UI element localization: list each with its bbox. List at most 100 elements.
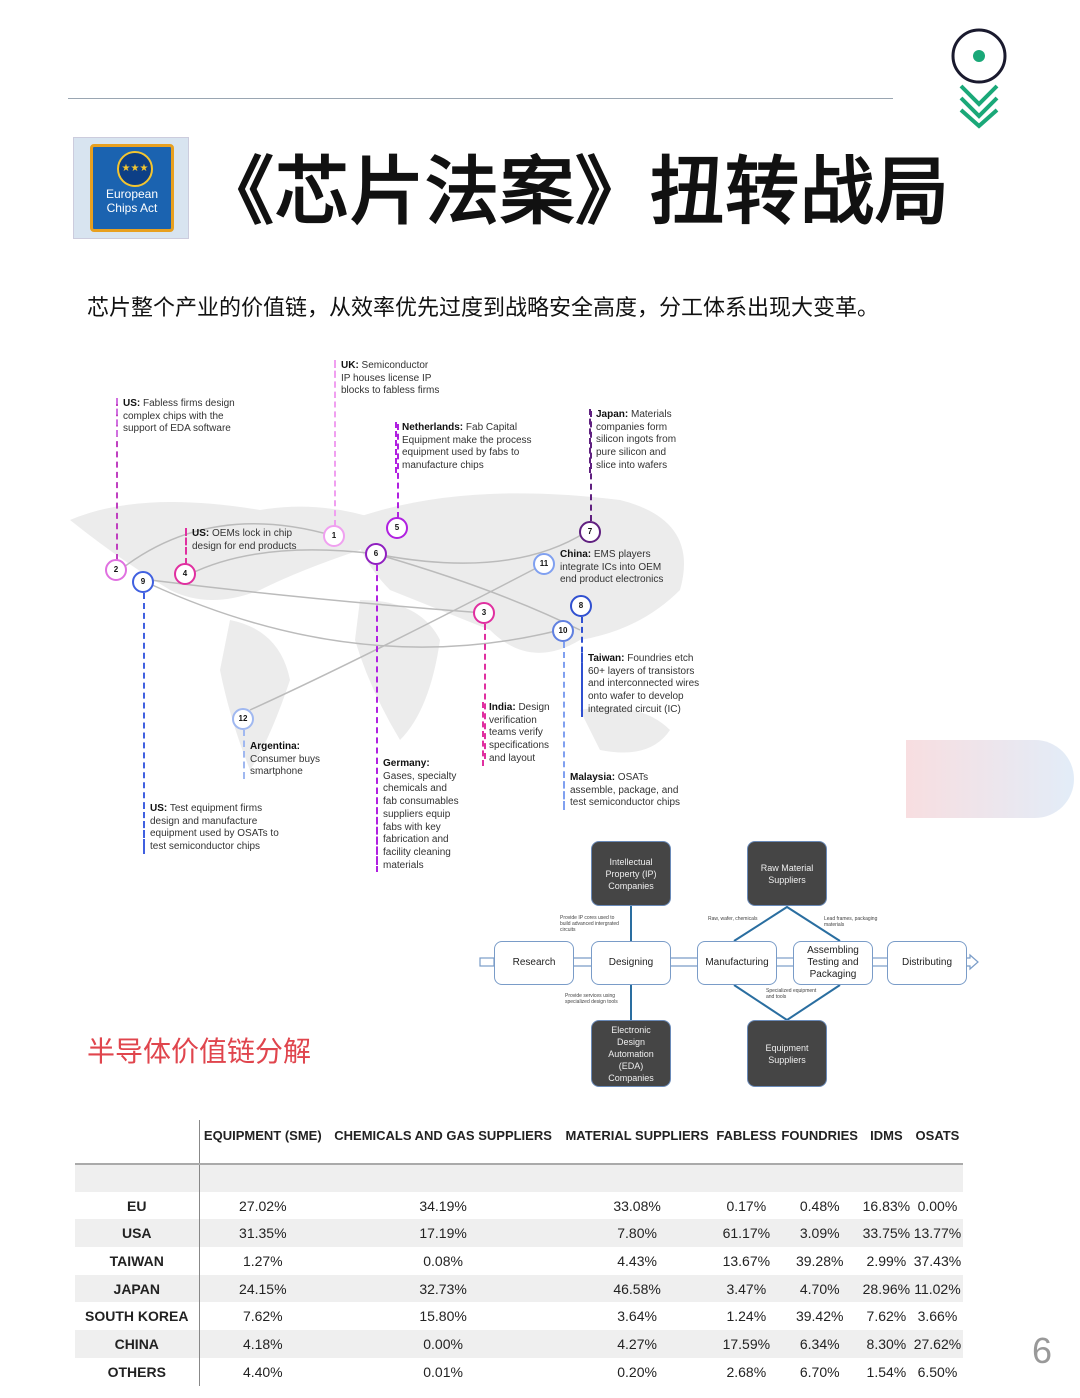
table-cell: 7.62% <box>242 1308 283 1325</box>
table-cell: 8.30% <box>860 1330 912 1358</box>
designing-box: Designing <box>591 941 671 985</box>
eda-companies-box: Electronic Design Automation (EDA) Compa… <box>591 1020 671 1087</box>
table-cell: 1.54% <box>866 1363 907 1380</box>
map-label-argentina: Argentina: Consumer buys smartphone <box>243 741 320 780</box>
table-cell: 0.20% <box>617 1363 657 1380</box>
note-raw: Raw, wafer, chemicals <box>708 916 758 922</box>
map-label-malaysia: Malaysia: OSATs assemble, package, and t… <box>563 772 680 811</box>
table-cell: 33.75% <box>860 1219 912 1248</box>
table-cell: 61.17% <box>714 1219 779 1248</box>
table-cell: 4.40% <box>242 1363 283 1380</box>
table-cell: 32.73% <box>326 1274 561 1303</box>
section-title: 半导体价值链分解 <box>87 1035 312 1068</box>
map-label-us-oems: US: OEMs lock in chip design for end pro… <box>185 528 297 554</box>
table-cell: 16.83% <box>862 1197 911 1214</box>
row-header: TAIWAN <box>75 1247 200 1275</box>
distributing-box: Distributing <box>887 941 967 985</box>
table-cell: 0.00% <box>326 1330 561 1358</box>
table-cell: 28.96% <box>860 1274 912 1303</box>
table-cell: 11.02% <box>911 1274 963 1303</box>
column-header: OSATS <box>911 1120 963 1165</box>
table-cell: 13.77% <box>911 1219 963 1248</box>
map-pin-1: 1 <box>323 525 345 547</box>
table-cell: 6.34% <box>778 1330 861 1358</box>
table-cell: 15.80% <box>419 1308 467 1325</box>
raw-material-suppliers-box: Raw Material Suppliers <box>747 841 827 906</box>
column-header: EQUIPMENT (SME) <box>199 1120 327 1165</box>
table-cell: 3.64% <box>617 1308 657 1325</box>
table-cell: 0.01% <box>423 1363 463 1380</box>
table-cell: 27.02% <box>239 1197 287 1214</box>
map-label-us-fabless: US: Fabless firms design complex chips w… <box>116 398 235 437</box>
table-cell: 39.28% <box>795 1252 844 1269</box>
row-header: USA <box>75 1219 200 1248</box>
note-equipment: Specialized equipment and tools <box>766 988 817 1000</box>
watermark-logo <box>906 740 1074 818</box>
row-header: EU <box>75 1191 200 1220</box>
table-cell: 17.59% <box>714 1330 779 1358</box>
note-eda: Provide services using specialized desig… <box>565 993 618 1005</box>
table-cell: 6.50% <box>917 1363 958 1380</box>
table-cell: 17.19% <box>326 1219 561 1248</box>
table-cell: 24.15% <box>199 1274 327 1303</box>
map-pin-6: 6 <box>365 543 387 565</box>
value-chain-share-table: EQUIPMENT (SME)CHEMICALS AND GAS SUPPLIE… <box>75 1120 963 1386</box>
map-label-us-test: US: Test equipment firms design and manu… <box>143 803 279 854</box>
page-subtitle: 芯片整个产业的价值链，从效率优先过度到战略安全高度，分工体系出现大变革。 <box>87 296 880 321</box>
table-cell: 34.19% <box>419 1197 467 1214</box>
map-label-netherlands: Netherlands: Fab Capital Equipment make … <box>395 422 532 473</box>
table-cell: 37.43% <box>913 1252 962 1269</box>
map-label-india: India: Design verification teams verify … <box>482 702 550 766</box>
map-pin-11: 11 <box>533 553 555 575</box>
map-pin-5: 5 <box>386 517 408 539</box>
assembling-testing-packaging-box: Assembling Testing and Packaging <box>793 941 873 985</box>
map-pin-9: 9 <box>132 571 154 593</box>
table-cell: 3.47% <box>714 1274 779 1303</box>
table-cell: 4.70% <box>778 1274 861 1303</box>
table-cell: 4.18% <box>199 1330 327 1358</box>
table-cell: 31.35% <box>199 1219 327 1248</box>
table-cell: 0.08% <box>423 1252 463 1269</box>
table-cell: 4.43% <box>617 1252 657 1269</box>
map-label-uk: UK: Semiconductor IP houses license IP b… <box>334 360 439 399</box>
map-pin-10: 10 <box>552 620 574 642</box>
top-divider <box>68 98 893 99</box>
map-pin-12: 12 <box>232 708 254 730</box>
table-cell: 33.08% <box>613 1197 661 1214</box>
column-header: MATERIAL SUPPLIERS <box>560 1120 715 1165</box>
row-header: JAPAN <box>75 1274 200 1303</box>
table-cell: 6.70% <box>799 1363 840 1380</box>
column-header: FOUNDRIES <box>778 1120 861 1165</box>
table-cell: 2.99% <box>866 1252 907 1269</box>
table-cell: 1.27% <box>242 1252 283 1269</box>
map-pin-3: 3 <box>473 602 495 624</box>
note-lead: Lead frames, packaging materials <box>824 916 878 928</box>
table-cell: 0.17% <box>726 1197 767 1214</box>
column-header <box>75 1120 200 1165</box>
table-cell: 46.58% <box>560 1274 715 1303</box>
table-cell: 4.27% <box>560 1330 715 1358</box>
column-header: FABLESS <box>714 1120 779 1165</box>
column-header: IDMS <box>860 1120 912 1165</box>
map-pin-2: 2 <box>105 559 127 581</box>
column-header: CHEMICALS AND GAS SUPPLIERS <box>326 1120 561 1165</box>
manufacturing-box: Manufacturing <box>697 941 777 985</box>
map-label-japan: Japan: Materials companies form silicon … <box>589 409 676 473</box>
table-cell: 0.48% <box>799 1197 840 1214</box>
map-pin-7: 7 <box>579 521 601 543</box>
page-number: 6 <box>1032 1330 1053 1371</box>
table-cell: 39.42% <box>795 1308 844 1325</box>
map-pin-8: 8 <box>570 595 592 617</box>
map-pin-4: 4 <box>174 563 196 585</box>
map-label-taiwan: Taiwan: Foundries etch 60+ layers of tra… <box>581 653 699 717</box>
european-chips-act-logo: ★★★European Chips Act <box>73 137 189 239</box>
equipment-suppliers-box: Equipment Suppliers <box>747 1020 827 1087</box>
research-box: Research <box>494 941 574 985</box>
map-label-china: China: EMS players integrate ICs into OE… <box>560 549 664 586</box>
scroll-down-icon <box>951 28 1007 129</box>
table-cell: 1.24% <box>726 1308 767 1325</box>
